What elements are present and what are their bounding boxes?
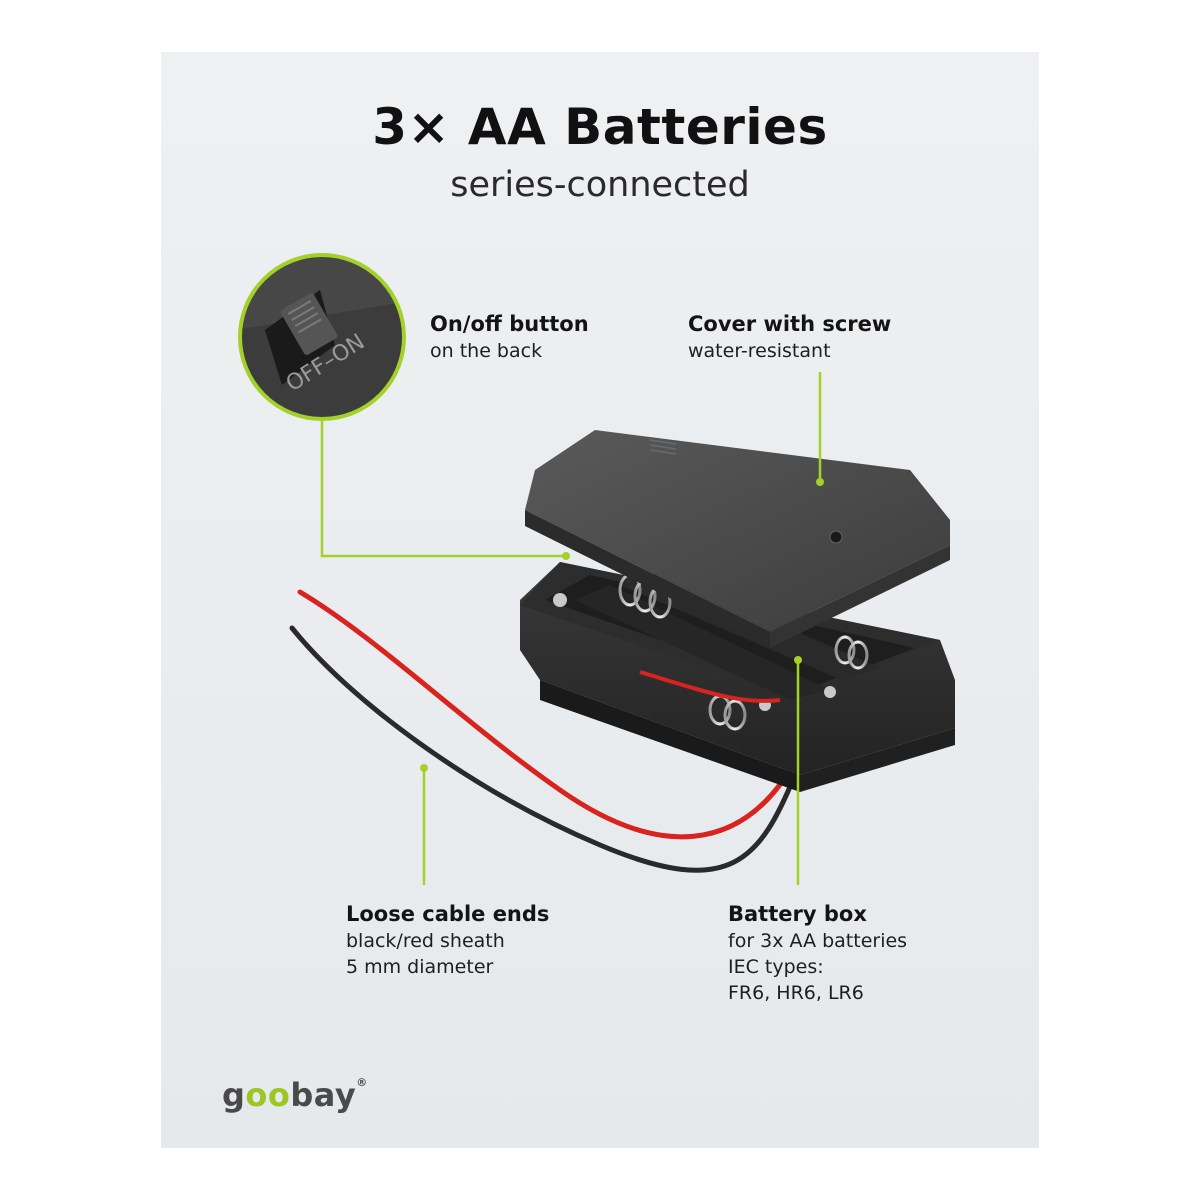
brand-highlight: oo (245, 1076, 291, 1114)
black-wire (289, 625, 798, 873)
red-wire (297, 589, 793, 840)
callout-dots (420, 478, 824, 772)
callout-cable-title: Loose cable ends (346, 902, 550, 926)
wires (289, 589, 798, 873)
callout-cover-title: Cover with screw (688, 312, 892, 336)
callout-box-line-1: for 3x AA batteries (728, 930, 908, 952)
page-title: 3× AA Batteries (372, 98, 828, 156)
switch-detail: OFF–ON (238, 253, 406, 421)
battery-lid (525, 430, 950, 648)
callout-cable-line-1: black/red sheath (346, 930, 505, 952)
callout-box: Battery box for 3x AA batteries IEC type… (728, 900, 907, 1006)
callout-cable-line-2: 5 mm diameter (346, 956, 494, 978)
callout-cover: Cover with screw water-resistant (688, 310, 891, 364)
callout-onoff-title: On/off button (430, 312, 589, 336)
battery-box (520, 562, 955, 792)
callout-box-line-2: IEC types: (728, 956, 824, 978)
callout-onoff-line-1: on the back (430, 340, 543, 362)
brand-prefix: g (222, 1076, 246, 1114)
callout-box-title: Battery box (728, 902, 867, 926)
callout-onoff: On/off button on the back (430, 310, 589, 364)
brand-logo: goobay® (222, 1076, 368, 1114)
onoff-line (320, 419, 566, 558)
brand-suffix: bay (290, 1076, 357, 1114)
callout-box-line-3: FR6, HR6, LR6 (728, 982, 864, 1004)
callout-cable: Loose cable ends black/red sheath 5 mm d… (346, 900, 549, 980)
callout-cover-line-1: water-resistant (688, 340, 831, 362)
page-subtitle: series-connected (450, 165, 750, 205)
brand-mark: ® (356, 1076, 368, 1089)
callout-lines (320, 372, 822, 885)
